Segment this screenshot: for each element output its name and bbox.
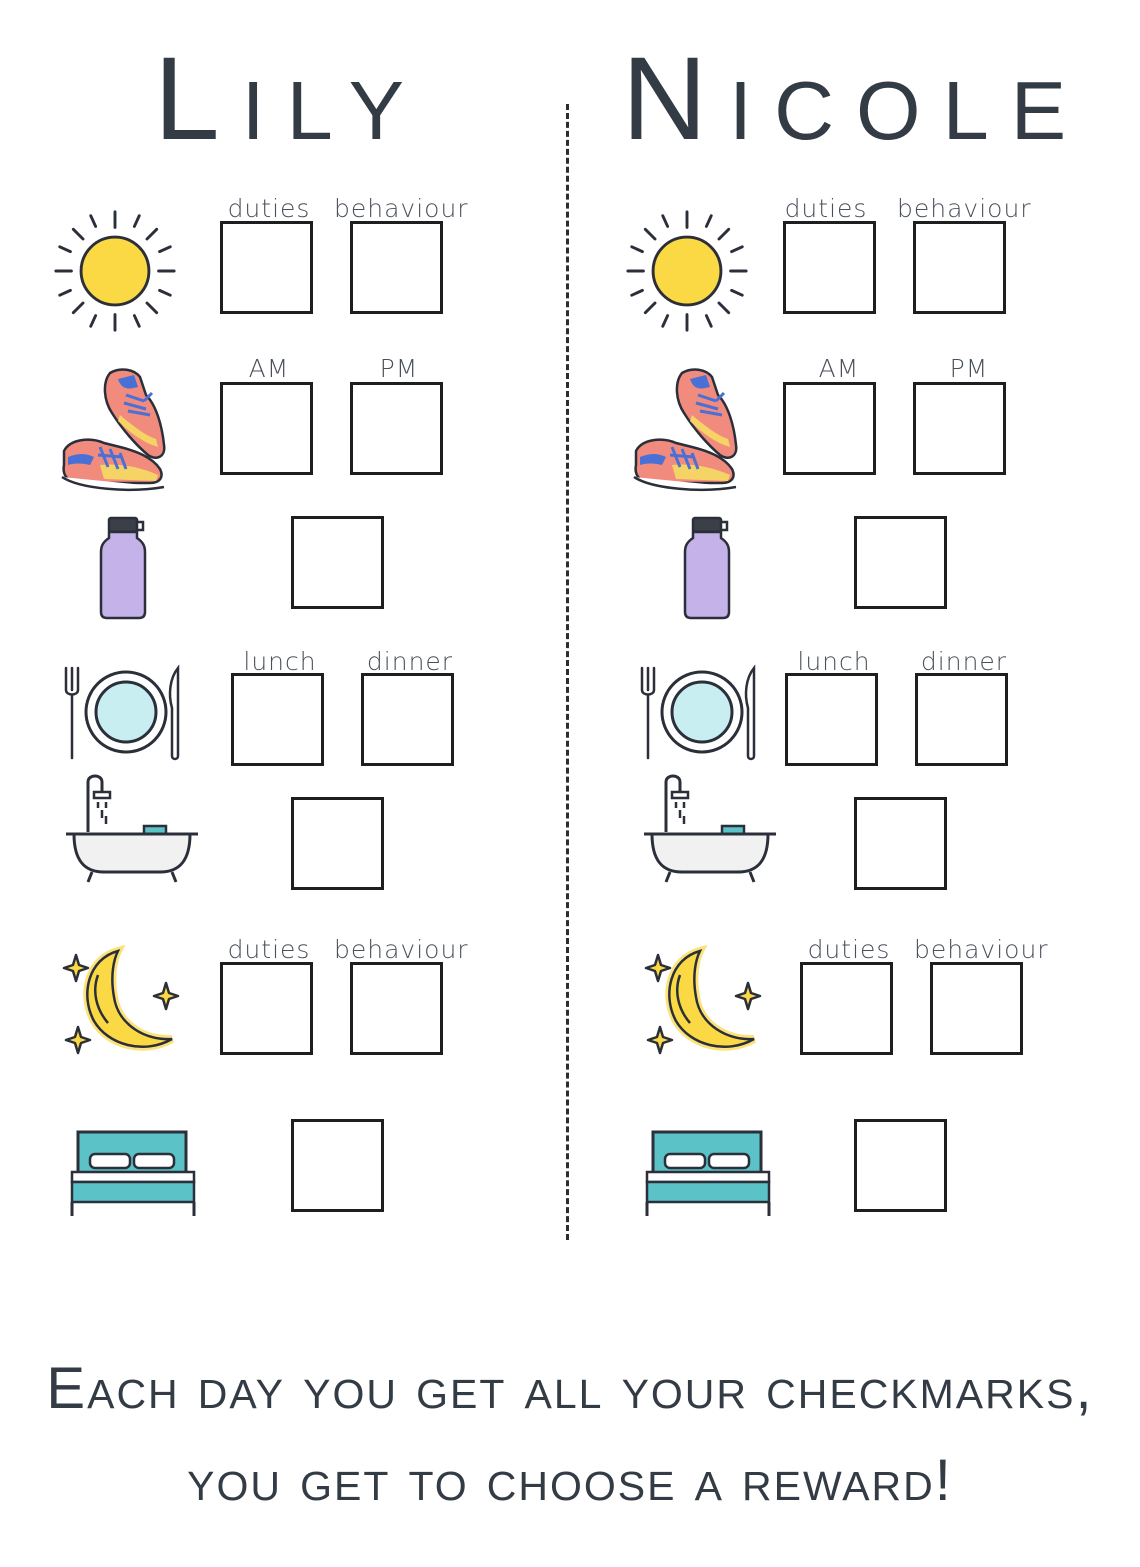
label-duties: duties — [227, 194, 311, 223]
checkbox-morning-behaviour[interactable] — [913, 221, 1006, 314]
label-am: AM — [818, 354, 860, 383]
checkbox-dinner[interactable] — [361, 673, 454, 766]
bathtub-icon — [640, 770, 780, 890]
checkbox-evening-behaviour[interactable] — [350, 962, 443, 1055]
plate-cutlery-icon — [636, 662, 766, 762]
label-pm: PM — [379, 354, 419, 383]
checkbox-morning-duties[interactable] — [783, 221, 876, 314]
footer-line-1: Each day you get all your checkmarks, — [46, 1356, 1094, 1421]
sun-icon — [52, 208, 178, 334]
checkbox-bedtime[interactable] — [854, 1119, 947, 1212]
label-duties: duties — [227, 935, 311, 964]
label-behaviour: behaviour — [334, 194, 469, 223]
child-name-nicole: Nicole — [621, 33, 1089, 165]
footer-line-2: you get to choose a reward! — [187, 1448, 953, 1513]
label-dinner: dinner — [920, 647, 1008, 676]
water-bottle-icon — [679, 514, 739, 624]
checkbox-lunch[interactable] — [785, 673, 878, 766]
bed-icon — [643, 1128, 773, 1218]
checkbox-water[interactable] — [854, 516, 947, 609]
checkbox-dinner[interactable] — [915, 673, 1008, 766]
checkbox-exercise-pm[interactable] — [913, 382, 1006, 475]
checkbox-evening-duties[interactable] — [800, 962, 893, 1055]
sneakers-icon — [60, 365, 170, 495]
checkbox-water[interactable] — [291, 516, 384, 609]
sneakers-icon — [632, 365, 742, 495]
plate-cutlery-icon — [60, 662, 190, 762]
label-pm: PM — [949, 354, 989, 383]
checkbox-bath[interactable] — [291, 797, 384, 890]
label-duties: duties — [807, 935, 891, 964]
checkbox-lunch[interactable] — [231, 673, 324, 766]
bathtub-icon — [62, 770, 202, 890]
label-dinner: dinner — [366, 647, 454, 676]
checkbox-morning-behaviour[interactable] — [350, 221, 443, 314]
checkbox-bath[interactable] — [854, 797, 947, 890]
label-lunch: lunch — [797, 647, 871, 676]
water-bottle-icon — [95, 514, 155, 624]
checkbox-exercise-pm[interactable] — [350, 382, 443, 475]
label-behaviour: behaviour — [897, 194, 1032, 223]
dashed-divider — [566, 104, 569, 1240]
moon-stars-icon — [58, 945, 188, 1065]
bed-icon — [68, 1128, 198, 1218]
checkbox-bedtime[interactable] — [291, 1119, 384, 1212]
sun-icon — [624, 208, 750, 334]
label-behaviour: behaviour — [914, 935, 1049, 964]
moon-stars-icon — [640, 945, 770, 1065]
checkbox-evening-behaviour[interactable] — [930, 962, 1023, 1055]
label-am: AM — [248, 354, 290, 383]
child-name-lily: Lily — [153, 33, 427, 165]
label-duties: duties — [784, 194, 868, 223]
checkbox-morning-duties[interactable] — [220, 221, 313, 314]
label-behaviour: behaviour — [334, 935, 469, 964]
checkbox-evening-duties[interactable] — [220, 962, 313, 1055]
checkbox-exercise-am[interactable] — [783, 382, 876, 475]
label-lunch: lunch — [243, 647, 317, 676]
checkbox-exercise-am[interactable] — [220, 382, 313, 475]
